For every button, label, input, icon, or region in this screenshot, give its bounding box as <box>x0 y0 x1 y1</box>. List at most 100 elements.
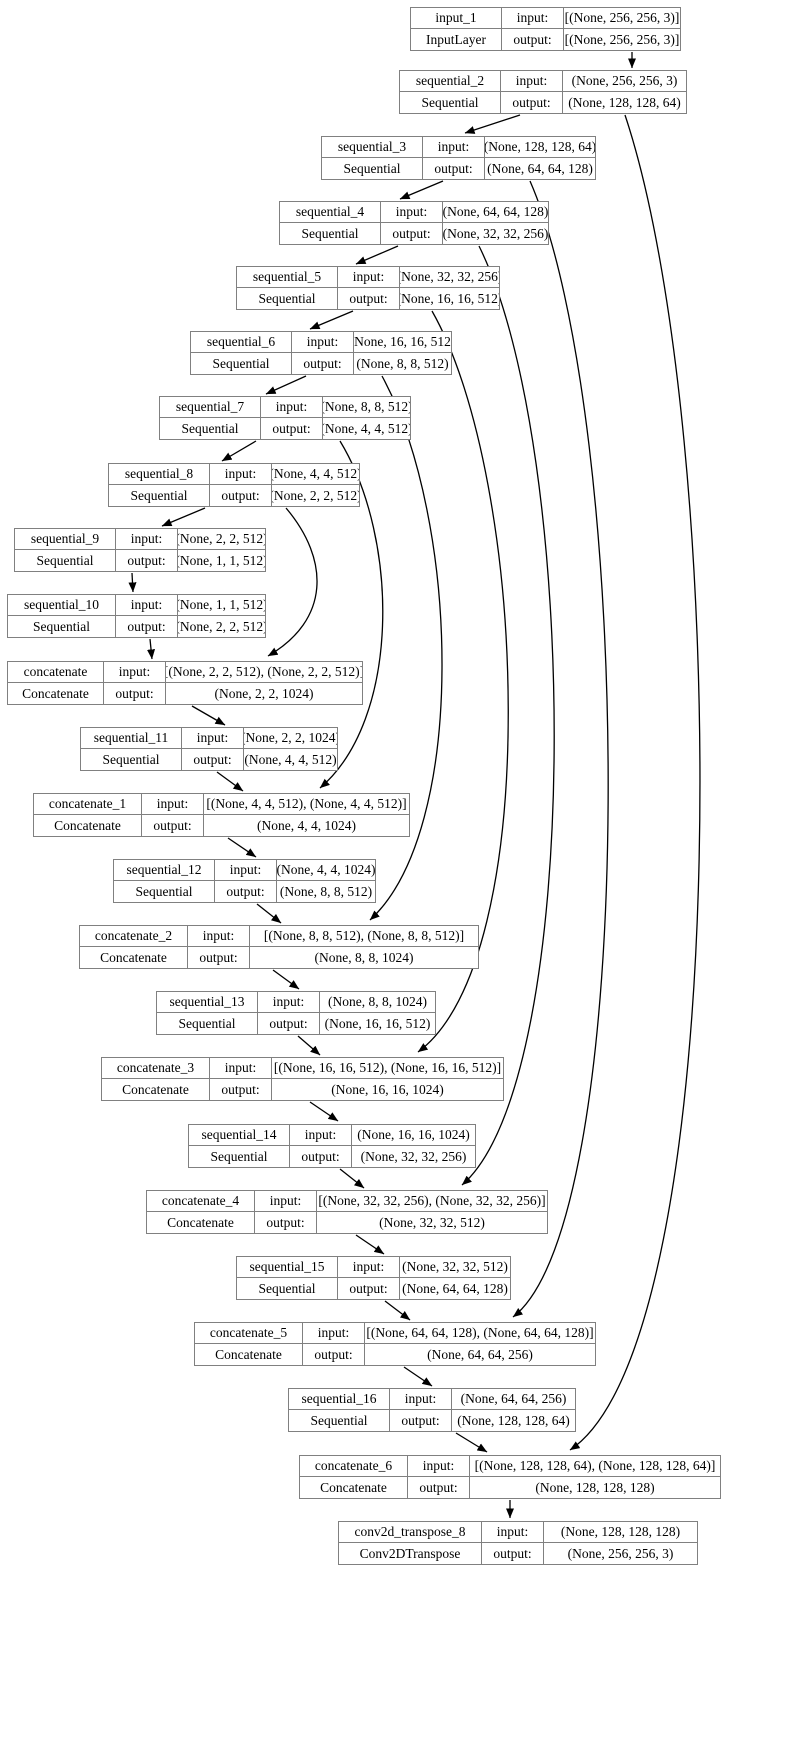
graph-edge-sequential_9-to-sequential_10 <box>128 572 137 593</box>
node-output-shape: (None, 32, 32, 256) <box>360 1148 467 1164</box>
node-layer-class: Conv2DTranspose <box>339 1543 482 1564</box>
node-output-label: output: <box>381 223 443 244</box>
node-layer-class: Sequential <box>157 1013 258 1034</box>
graph-edge-concatenate_3-to-sequential_14 <box>309 1101 339 1122</box>
node-layer-class: Concatenate <box>80 947 188 968</box>
node-output-shape: (None, 16, 16, 512) <box>400 290 499 306</box>
graph-edge-sequential_6-to-concatenate_2 <box>369 375 443 921</box>
node-output-shape: (None, 32, 32, 256) <box>443 225 548 241</box>
node-layer-class: Concatenate <box>195 1344 303 1365</box>
node-layer-name: sequential_15 <box>237 1257 338 1277</box>
node-input-shape: [(None, 64, 64, 128), (None, 64, 64, 128… <box>366 1325 594 1341</box>
node-layer-class: Sequential <box>8 616 116 637</box>
node-input-shape: (None, 2, 2, 1024) <box>244 730 337 746</box>
node-output-label: output: <box>142 815 204 836</box>
node-output-shape: (None, 2, 2, 512) <box>272 487 359 503</box>
graph-edge-sequential_2-to-concatenate_6 <box>569 114 701 1451</box>
graph-edge-concatenate-to-sequential_11 <box>191 705 226 726</box>
node-layer-class: Sequential <box>81 749 182 770</box>
node-input-shape: [(None, 8, 8, 512), (None, 8, 8, 512)] <box>263 928 465 944</box>
node-output-shape: (None, 4, 4, 512) <box>244 751 337 767</box>
node-input-shape: (None, 128, 128, 128) <box>560 1524 681 1540</box>
graph-edge-sequential_3-to-sequential_4 <box>399 180 444 200</box>
node-layer-name: concatenate_2 <box>80 926 188 946</box>
node-layer-class: InputLayer <box>411 29 502 50</box>
node-input-shape: (None, 64, 64, 256) <box>460 1391 567 1407</box>
node-input-label: input: <box>408 1456 470 1476</box>
node-output-shape: (None, 128, 128, 128) <box>535 1479 655 1495</box>
node-input-label: input: <box>501 71 563 91</box>
node-output-label: output: <box>423 158 485 179</box>
node-layer-class: Concatenate <box>300 1477 408 1498</box>
graph-edge-sequential_11-to-concatenate_1 <box>216 771 244 792</box>
node-layer-name: concatenate_4 <box>147 1191 255 1211</box>
node-output-shape: (None, 16, 16, 1024) <box>331 1081 444 1097</box>
node-output-shape: (None, 8, 8, 512) <box>279 883 373 899</box>
node-input-shape: (None, 32, 32, 256) <box>400 269 499 285</box>
node-input-label: input: <box>292 332 354 352</box>
graph-edge-sequential_8-to-concatenate <box>267 507 318 657</box>
node-output-label: output: <box>116 550 178 571</box>
node-layer-class: Sequential <box>114 881 215 902</box>
node-layer-class: Concatenate <box>8 683 104 704</box>
node-output-label: output: <box>290 1146 352 1167</box>
graph-edge-concatenate_2-to-sequential_13 <box>272 969 300 990</box>
node-input-label: input: <box>210 1058 272 1078</box>
node-input-label: input: <box>182 728 244 748</box>
node-input-shape: [(None, 16, 16, 512), (None, 16, 16, 512… <box>273 1060 502 1076</box>
node-input-label: input: <box>390 1389 452 1409</box>
node-layer-class: Concatenate <box>147 1212 255 1233</box>
node-output-label: output: <box>482 1543 544 1564</box>
node-layer-name: sequential_13 <box>157 992 258 1012</box>
node-input-shape: (None, 16, 16, 1024) <box>357 1127 470 1143</box>
node-input-shape: [(None, 4, 4, 512), (None, 4, 4, 512)] <box>206 796 407 812</box>
node-input-label: input: <box>215 860 277 880</box>
node-output-label: output: <box>255 1212 317 1233</box>
node-layer-class: Sequential <box>237 288 338 309</box>
node-layer-name: sequential_5 <box>237 267 338 287</box>
node-output-shape: (None, 128, 128, 64) <box>457 1412 570 1428</box>
node-output-label: output: <box>338 1278 400 1299</box>
node-output-label: output: <box>390 1410 452 1431</box>
